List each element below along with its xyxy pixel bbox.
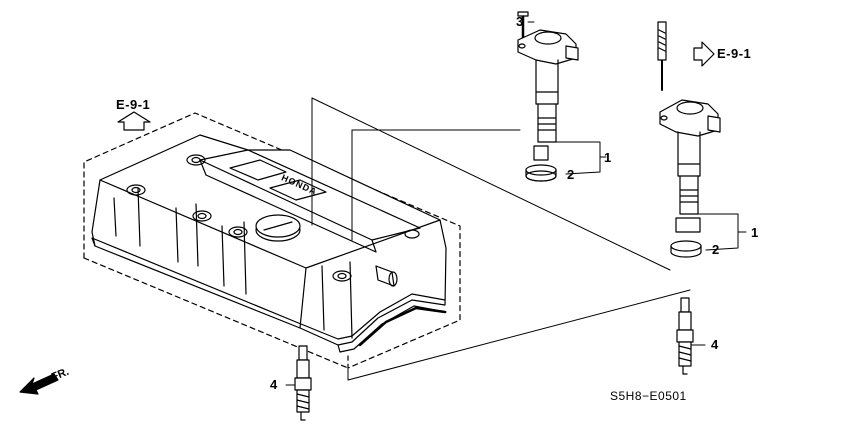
reference-label-right: E-9-1 [717,46,752,61]
right-outline-arrow [693,41,715,67]
callout-cap-top: 2 [567,167,575,182]
spark-plug-left [294,345,312,421]
ignition-coil-right [657,21,721,258]
callout-coil-right: 1 [751,225,759,240]
callout-cap-right: 2 [712,242,720,257]
callout-plug-right: 4 [711,337,719,352]
callout-brackets [285,21,747,386]
up-outline-arrow [117,111,151,131]
spark-plug-right [676,297,694,375]
front-direction-arrow [19,373,59,395]
callout-bolt: 3 [516,14,524,29]
leader-lines [311,97,691,381]
callout-plug-left: 4 [270,377,278,392]
diagram-code: S5H8−E0501 [610,389,687,403]
reference-label-left: E-9-1 [116,97,151,112]
cylinder-head-cover [91,134,447,353]
callout-coil-top: 1 [604,150,612,165]
ignition-coil-top [517,11,579,182]
